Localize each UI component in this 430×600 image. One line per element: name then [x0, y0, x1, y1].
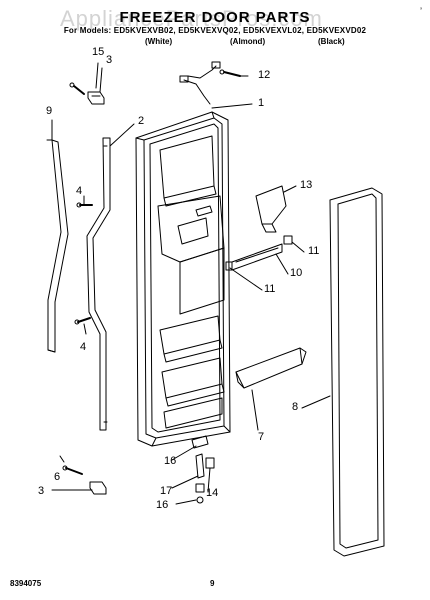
part-14-bracket — [191, 435, 209, 449]
part-7-door-bin — [235, 347, 307, 389]
part-10-trim — [231, 243, 283, 271]
part-1-door-panel — [135, 111, 231, 447]
part-17-washer — [195, 483, 205, 504]
callout-10: 10 — [290, 267, 303, 279]
callout-3-bottom: 3 — [38, 485, 45, 497]
color-white: (White) — [145, 37, 173, 46]
callout-16-upper: 14 — [206, 487, 219, 499]
callout-7: 7 — [258, 431, 265, 443]
callout-16-lower: 16 — [156, 499, 169, 511]
wire-harness — [179, 61, 221, 105]
callout-2: 2 — [138, 115, 145, 127]
part-3-top-bracket — [87, 91, 105, 105]
part-8-gasket — [329, 187, 385, 557]
callout-4-lower: 4 — [80, 341, 87, 353]
callout-17: 17 — [160, 485, 173, 497]
door-bin-middle — [159, 315, 223, 363]
callout-8: 8 — [292, 401, 299, 413]
model-list: For Models: ED5KVEXVB02, ED5KVEXVQ02, ED… — [63, 26, 367, 35]
callout-1: 1 — [258, 97, 265, 109]
dispenser-lower-panel — [179, 247, 225, 315]
leader-lines — [51, 62, 331, 505]
part-6-bottom-screw — [62, 465, 83, 475]
callout-14: 16 — [164, 455, 177, 467]
callout-13: 13 — [300, 179, 313, 191]
part-15-hinge-pin — [195, 453, 205, 479]
document-number: 8394075 — [10, 579, 42, 588]
callout-11-left: 11 — [264, 283, 276, 295]
callout-11-right: 11 — [308, 245, 320, 257]
part-13-chute — [255, 185, 287, 233]
part-2-bar — [86, 137, 111, 431]
page-title: FREEZER DOOR PARTS — [119, 9, 311, 26]
color-black: (Black) — [318, 37, 345, 46]
part-4-screw-lower — [74, 317, 91, 325]
watermark: AppliancePartsPros.com — [60, 6, 323, 31]
callout-9: 9 — [46, 105, 53, 117]
page-number: 9 — [210, 579, 215, 588]
corner-mark: ’ — [420, 6, 422, 16]
part-16-bushing-upper — [205, 457, 215, 469]
callout-6-bottom: 6 — [54, 471, 61, 483]
door-bin-lower — [161, 357, 225, 407]
door-bin-upper — [159, 135, 217, 207]
part-12-screw — [219, 69, 241, 77]
callout-6-top: 15 — [92, 46, 105, 58]
part-4-screw-upper — [76, 202, 93, 208]
callout-3-top: 3 — [106, 54, 113, 66]
part-11-clip-right — [283, 235, 293, 245]
part-11-clip-left — [225, 261, 233, 271]
part-3-bottom-bracket — [89, 481, 107, 495]
part-9-strip — [46, 139, 69, 353]
callout-4-upper: 4 — [76, 185, 83, 197]
color-almond: (Almond) — [230, 37, 266, 46]
door-bin-bottom — [163, 397, 223, 429]
callout-12: 12 — [258, 69, 271, 81]
part-6-top-screw — [69, 82, 85, 95]
